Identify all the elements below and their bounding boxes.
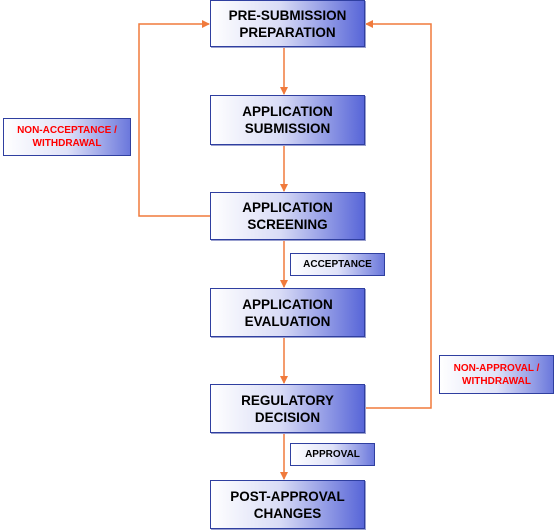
approval-label: APPROVAL [305, 449, 360, 460]
acceptance-tag: ACCEPTANCE [290, 253, 385, 276]
arrow-decision-back-to-pre [365, 20, 432, 409]
application-screening-label: APPLICATION SCREENING [242, 200, 333, 232]
pre-submission-preparation-box: PRE-SUBMISSION PREPARATION [210, 0, 365, 47]
approval-tag: APPROVAL [290, 443, 375, 466]
application-submission-label: APPLICATION SUBMISSION [242, 104, 333, 136]
pre-submission-preparation-label: PRE-SUBMISSION PREPARATION [228, 7, 347, 40]
arrow-screening-back-to-pre [138, 20, 210, 217]
application-evaluation-box: APPLICATION EVALUATION [210, 288, 365, 337]
application-screening-box: APPLICATION SCREENING [210, 192, 365, 240]
application-submission-box: APPLICATION SUBMISSION [210, 95, 365, 145]
post-approval-changes-label: POST-APPROVAL CHANGES [230, 488, 345, 521]
acceptance-label: ACCEPTANCE [303, 259, 372, 270]
application-evaluation-label: APPLICATION EVALUATION [242, 296, 333, 329]
non-approval-withdrawal-label: NON-APPROVAL / WITHDRAWAL [453, 362, 540, 387]
regulatory-decision-box: REGULATORY DECISION [210, 384, 365, 433]
non-acceptance-withdrawal-label: NON-ACCEPTANCE / WITHDRAWAL [17, 125, 117, 149]
non-acceptance-withdrawal-tag: NON-ACCEPTANCE / WITHDRAWAL [3, 118, 131, 156]
regulatory-decision-label: REGULATORY DECISION [241, 392, 334, 425]
post-approval-changes-box: POST-APPROVAL CHANGES [210, 480, 365, 529]
non-approval-withdrawal-tag: NON-APPROVAL / WITHDRAWAL [439, 355, 554, 394]
